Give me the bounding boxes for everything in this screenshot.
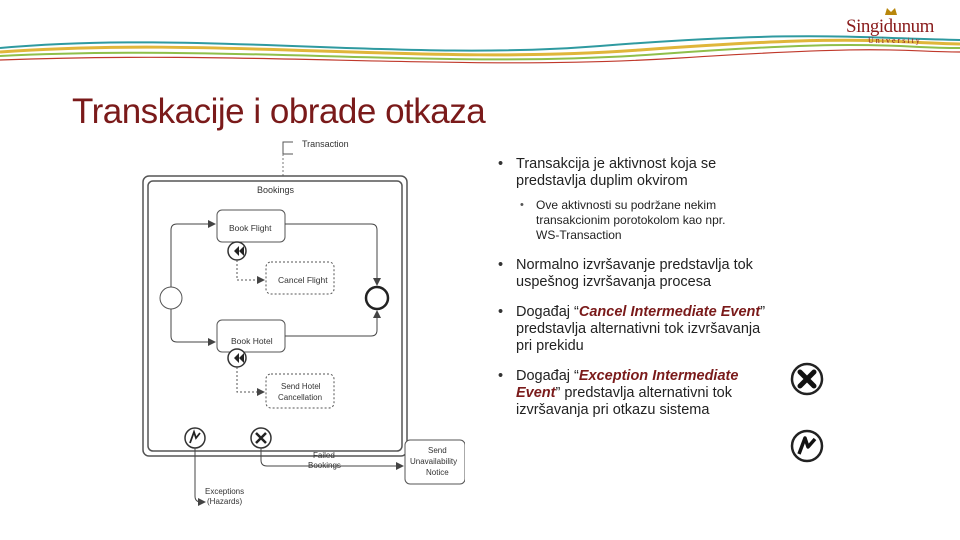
failed-label-2: Bookings [308, 461, 341, 470]
bullet-transaction: Transakcija je aktivnost koja se predsta… [498, 156, 818, 190]
sub-bullet-text: WS-Transaction [536, 228, 818, 243]
exception-boundary-event [185, 428, 205, 448]
bullet-text: izvršavanja pri otkazu sistema [516, 402, 818, 419]
bullet-text: ” predstavlja alternativni tok [556, 385, 733, 401]
page-title: Transkacije i obrade otkaza [72, 92, 485, 132]
annotation-bracket [283, 142, 293, 154]
bullet-text: uspešnog izvršavanja procesa [516, 274, 818, 291]
bullet-text: predstavlja duplim okvirom [516, 173, 818, 190]
exception-event-term: Event [516, 385, 556, 401]
singidunum-logo: Singidunum University [838, 12, 938, 48]
bullet-text: pri prekidu [516, 338, 818, 355]
send-notice-label-2: Unavailability [410, 457, 457, 466]
sub-bullet-text: transakcionim porotokolom kao npr. [536, 213, 818, 228]
bullet-cancel-event: Događaj “Cancel Intermediate Event” pred… [498, 304, 818, 355]
exception-event-icon [790, 429, 824, 463]
bullet-list: Transakcija je aktivnost koja se predsta… [498, 156, 818, 419]
bullet-text: Događaj “ [516, 304, 579, 320]
bookings-label: Bookings [257, 185, 295, 195]
sub-bullet-text: Ove aktivnosti su podržane nekim [536, 198, 818, 213]
start-event [160, 287, 182, 309]
cancel-event-term: Cancel Intermediate Event [579, 304, 760, 320]
sub-bullet-protocol: Ove aktivnosti su podržane nekim transak… [498, 198, 818, 243]
bullet-text: Transakcija je aktivnost koja se [516, 156, 818, 173]
bpmn-transaction-diagram: Transaction Bookings Book Flight Cancel … [135, 130, 465, 522]
send-hotel-cancellation-task [266, 374, 334, 408]
cancel-flight-label: Cancel Flight [278, 275, 328, 285]
send-notice-label-1: Send [428, 446, 447, 455]
header-swoosh [0, 0, 960, 80]
bullet-normal-flow: Normalno izvršavanje predstavlja tok usp… [498, 257, 818, 291]
exceptions-label-2: (Hazards) [207, 497, 242, 506]
send-notice-label-3: Notice [426, 468, 449, 477]
end-event [366, 287, 388, 309]
bullet-text: ” [760, 304, 765, 320]
book-flight-label: Book Flight [229, 223, 272, 233]
transaction-label: Transaction [302, 139, 349, 149]
bullet-text: predstavlja alternativni tok izvršavanja [516, 321, 818, 338]
book-hotel-label: Book Hotel [231, 336, 273, 346]
bullet-text: Događaj “ [516, 368, 579, 384]
send-hotel-label-2: Cancellation [278, 393, 322, 402]
exceptions-label-1: Exceptions [205, 487, 244, 496]
exception-event-term: Exception Intermediate [579, 368, 739, 384]
send-hotel-label-1: Send Hotel [281, 382, 321, 391]
failed-label-1: Failed [313, 451, 335, 460]
bullet-text: Normalno izvršavanje predstavlja tok [516, 257, 818, 274]
cancel-event-icon [790, 362, 824, 396]
crown-icon [884, 6, 898, 16]
logo-title: Singidunum [846, 16, 934, 38]
logo-subtitle: University [868, 36, 922, 45]
bullet-exception-event: Događaj “Exception Intermediate Event” p… [498, 368, 818, 419]
